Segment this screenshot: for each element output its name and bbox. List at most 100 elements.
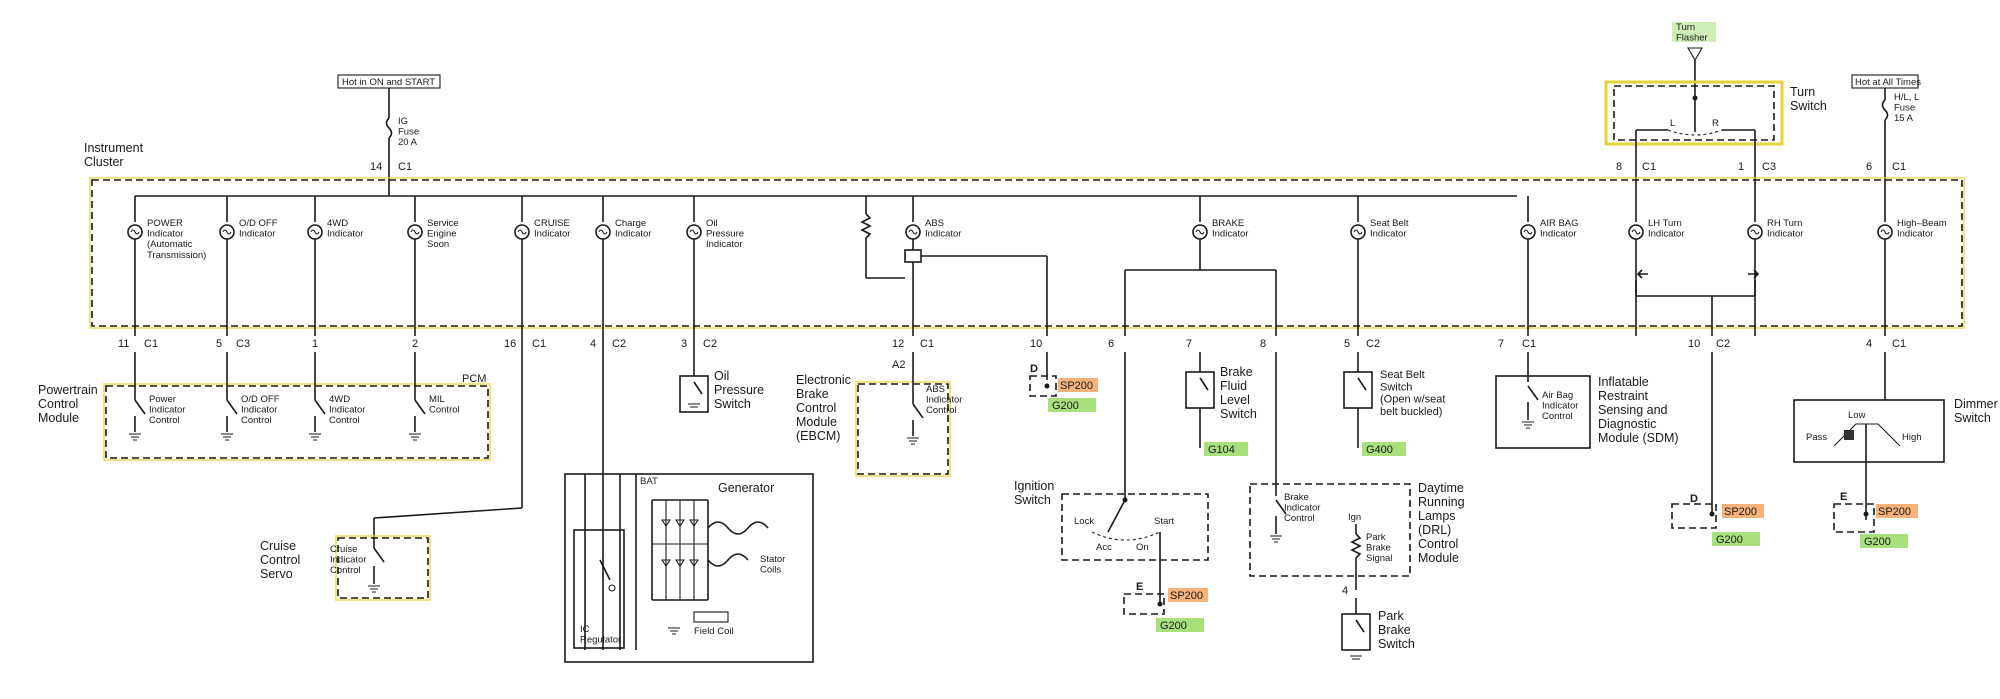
seat-belt-switch-icon bbox=[1357, 377, 1367, 391]
pin-8-drl: 8 bbox=[1260, 338, 1266, 350]
drl-resistor-icon bbox=[1350, 533, 1362, 559]
splice-e-label-ign: E bbox=[1136, 581, 1143, 593]
pin-5: 5 bbox=[216, 338, 222, 350]
flasher-icon bbox=[1687, 47, 1703, 62]
pin-10-turn: 10 bbox=[1688, 338, 1700, 350]
conn-c1-top: C1 bbox=[398, 161, 412, 173]
g400-label: G400 bbox=[1366, 444, 1393, 456]
splice-d-label: D bbox=[1030, 363, 1038, 375]
conn-c2-oil: C2 bbox=[703, 338, 717, 350]
conn-c3-pcm: C3 bbox=[236, 338, 250, 350]
pin-2: 2 bbox=[412, 338, 418, 350]
pin-a2: A2 bbox=[892, 359, 905, 371]
park-brake-switch-icon bbox=[1355, 619, 1365, 633]
pin-14: 14 bbox=[370, 161, 382, 173]
pin-8: 8 bbox=[1616, 161, 1622, 173]
sdm-switch-icon bbox=[1527, 385, 1539, 401]
ground-icon bbox=[309, 433, 321, 441]
ignition-start: Start bbox=[1154, 516, 1174, 527]
ground-icon bbox=[129, 433, 141, 441]
conn-c1-hibeam: C1 bbox=[1892, 338, 1906, 350]
sp200-label: SP200 bbox=[1060, 380, 1093, 392]
conn-c1-abs: C1 bbox=[920, 338, 934, 350]
dimmer-high: High bbox=[1902, 432, 1922, 443]
conn-c2-charge: C2 bbox=[612, 338, 626, 350]
g200-label-dim: G200 bbox=[1864, 536, 1891, 548]
ground-icon bbox=[221, 433, 233, 441]
pin-7-brake: 7 bbox=[1186, 338, 1192, 350]
conn-c2-turn: C2 bbox=[1716, 338, 1730, 350]
g200-label-ign: G200 bbox=[1160, 620, 1187, 632]
sdm-box bbox=[1495, 375, 1591, 449]
turn-indicators-link bbox=[1635, 269, 1760, 336]
dimmer-pass: Pass bbox=[1806, 432, 1827, 443]
g104-label: G104 bbox=[1208, 444, 1235, 456]
brake-fluid-switch-icon bbox=[1199, 377, 1209, 391]
pin-6: 6 bbox=[1108, 338, 1114, 350]
switch-icon bbox=[314, 399, 326, 415]
generator-title: Generator bbox=[718, 481, 774, 495]
pcm-tag: PCM bbox=[462, 373, 486, 385]
hl-fuse-icon bbox=[1881, 99, 1889, 121]
field-coil-icon bbox=[693, 611, 729, 623]
dimmer-low: Low bbox=[1848, 410, 1866, 421]
stator-coil-icon bbox=[707, 521, 769, 535]
sp200-label-ign: SP200 bbox=[1170, 590, 1203, 602]
pin-12: 12 bbox=[892, 338, 904, 350]
turn-switch-r: R bbox=[1712, 118, 1719, 129]
ignition-on: On bbox=[1136, 542, 1149, 553]
switch-icon bbox=[134, 399, 146, 415]
pin-10-abs: 10 bbox=[1030, 338, 1042, 350]
ebcm-switch-icon bbox=[912, 403, 924, 419]
pin-1: 1 bbox=[312, 338, 318, 350]
pin-16: 16 bbox=[504, 338, 516, 350]
conn-c1-hl: C1 bbox=[1892, 161, 1906, 173]
drl-switch-icon bbox=[1275, 499, 1287, 515]
